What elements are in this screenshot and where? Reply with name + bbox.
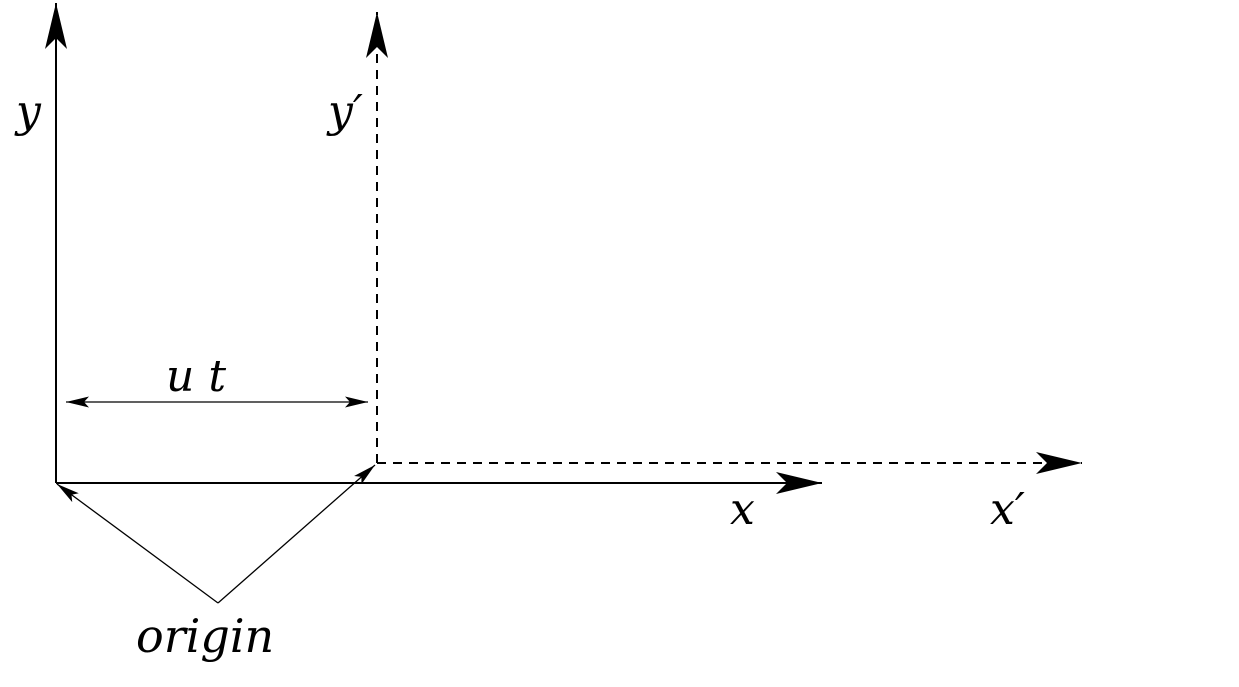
y-axis-label: y bbox=[14, 86, 42, 137]
origin-pointer-right bbox=[217, 464, 376, 604]
x-axis-label: x bbox=[730, 484, 755, 535]
origin-pointer-left bbox=[56, 483, 219, 604]
ut-label: u t bbox=[166, 351, 226, 402]
y-prime-axis-label: y′ bbox=[326, 86, 363, 137]
origin-label: origin bbox=[136, 609, 274, 663]
x-prime-axis-label: x′ bbox=[990, 484, 1025, 535]
